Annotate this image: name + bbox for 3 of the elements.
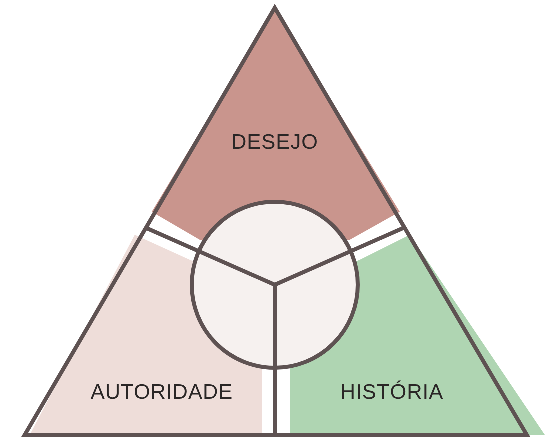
section-label: DESEJO (231, 131, 319, 155)
section-label: AUTORIDADE (90, 381, 234, 405)
section-label: HISTÓRIA (340, 381, 444, 405)
